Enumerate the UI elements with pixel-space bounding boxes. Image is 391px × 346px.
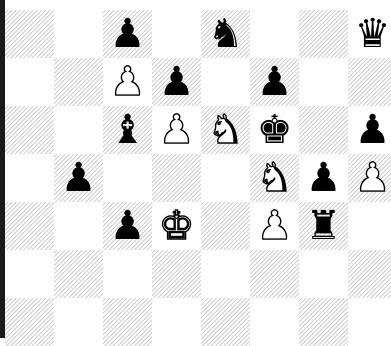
black-knight-icon[interactable]: ♞ [201,10,250,58]
board-square[interactable] [348,202,391,250]
board-square[interactable] [103,250,152,298]
board-square[interactable] [5,298,54,346]
board-square[interactable] [5,106,54,154]
black-pawn-icon[interactable]: ♟ [299,154,348,202]
board-square[interactable]: ♟ [103,10,152,58]
board-square[interactable]: ♞ [201,10,250,58]
board-square[interactable]: ♞ [201,106,250,154]
board-square[interactable] [348,298,391,346]
board-square[interactable] [5,10,54,58]
board-square[interactable]: ♟ [152,106,201,154]
chess-board: ♟♞♛♟♟♟♝♟♞♚♟♟♞♟♟♟♚♟♜ [5,10,391,346]
board-square[interactable]: ♝ [103,106,152,154]
board-square[interactable] [348,250,391,298]
white-pawn-icon[interactable]: ♟ [152,106,201,154]
black-pawn-icon[interactable]: ♟ [103,10,152,58]
board-square[interactable] [54,298,103,346]
board-square[interactable] [201,202,250,250]
board-square[interactable]: ♟ [152,58,201,106]
board-square[interactable] [54,202,103,250]
board-square[interactable]: ♜ [299,202,348,250]
board-square[interactable] [152,10,201,58]
black-pawn-icon[interactable]: ♟ [103,202,152,250]
board-square[interactable] [54,58,103,106]
board-square[interactable] [103,154,152,202]
board-square[interactable]: ♞ [250,154,299,202]
board-square[interactable] [201,298,250,346]
board-square[interactable] [152,298,201,346]
black-bishop-icon[interactable]: ♝ [103,106,152,154]
white-pawn-icon[interactable]: ♟ [348,154,391,202]
board-square[interactable] [152,250,201,298]
black-pawn-icon[interactable]: ♟ [250,58,299,106]
white-king-icon[interactable]: ♚ [152,202,201,250]
board-square[interactable] [5,58,54,106]
white-pawn-icon[interactable]: ♟ [250,202,299,250]
board-square[interactable]: ♚ [152,202,201,250]
board-square[interactable]: ♚ [250,106,299,154]
black-pawn-icon[interactable]: ♟ [152,58,201,106]
board-square[interactable] [54,250,103,298]
board-square[interactable] [5,202,54,250]
board-square[interactable] [5,250,54,298]
board-square[interactable] [250,298,299,346]
black-pawn-icon[interactable]: ♟ [348,106,391,154]
board-square[interactable] [299,58,348,106]
chess-diagram: ♟♞♛♟♟♟♝♟♞♚♟♟♞♟♟♟♚♟♜ [0,0,391,338]
board-square[interactable] [54,106,103,154]
board-square[interactable]: ♟ [348,106,391,154]
board-square[interactable] [54,10,103,58]
board-square[interactable] [299,10,348,58]
board-square[interactable] [299,106,348,154]
board-square[interactable] [348,58,391,106]
board-square[interactable] [152,154,201,202]
board-square[interactable] [201,154,250,202]
board-square[interactable]: ♟ [103,58,152,106]
board-square[interactable]: ♟ [250,202,299,250]
board-square[interactable] [299,250,348,298]
board-square[interactable] [250,10,299,58]
white-knight-icon[interactable]: ♞ [250,154,299,202]
board-square[interactable]: ♟ [54,154,103,202]
black-rook-icon[interactable]: ♜ [299,202,348,250]
black-queen-icon[interactable]: ♛ [348,10,391,58]
board-square[interactable] [201,58,250,106]
board-square[interactable]: ♟ [250,58,299,106]
board-square[interactable]: ♛ [348,10,391,58]
board-square[interactable] [299,298,348,346]
board-square[interactable] [103,298,152,346]
board-square[interactable] [5,154,54,202]
black-king-icon[interactable]: ♚ [250,106,299,154]
black-pawn-icon[interactable]: ♟ [54,154,103,202]
board-square[interactable]: ♟ [348,154,391,202]
white-pawn-icon[interactable]: ♟ [103,58,152,106]
board-square[interactable]: ♟ [103,202,152,250]
white-knight-icon[interactable]: ♞ [201,106,250,154]
board-square[interactable] [201,250,250,298]
board-square[interactable]: ♟ [299,154,348,202]
board-square[interactable] [250,250,299,298]
